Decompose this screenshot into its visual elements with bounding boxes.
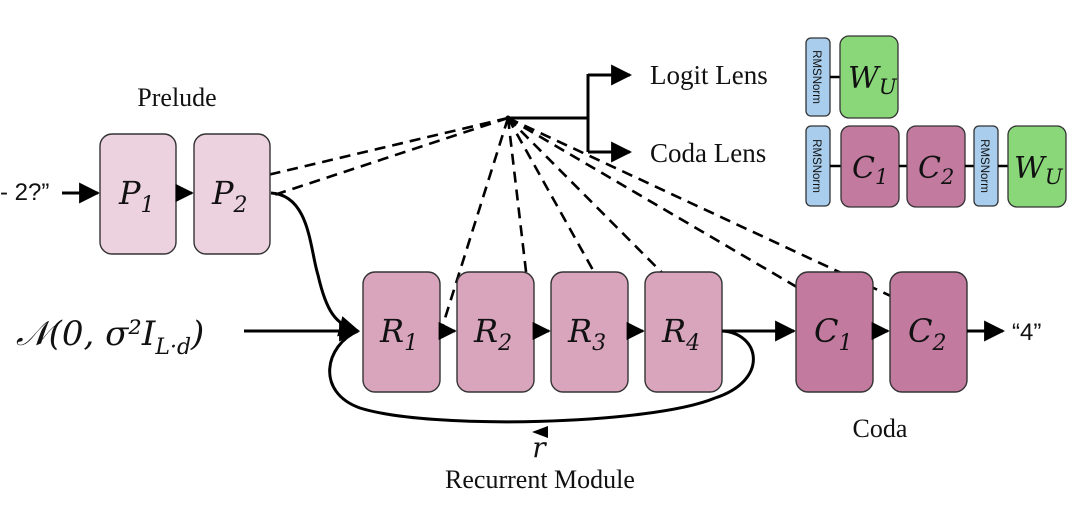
unembed-label: WU xyxy=(848,61,898,99)
dashed-line-r1 xyxy=(439,117,510,332)
coda-lens-pipeline: RMSNorm C1 C2 RMSNorm WU xyxy=(805,125,1067,208)
coda-blocks: C1 C2 xyxy=(795,271,968,393)
recurrent-block-label: R4 xyxy=(661,312,700,356)
lens-branch xyxy=(508,64,633,163)
prelude-to-recurrent-connector xyxy=(270,191,361,337)
coda-label: Coda xyxy=(853,414,908,443)
recurrent-block-label: R3 xyxy=(567,312,606,356)
rmsnorm-label: RMSNorm xyxy=(810,139,822,193)
coda-block-label: C2 xyxy=(908,312,946,356)
prelude-block-label: P2 xyxy=(211,174,248,218)
unembed-block xyxy=(1007,125,1067,208)
recurrence-arrowhead xyxy=(532,426,548,438)
prelude-block-label: P1 xyxy=(118,174,155,218)
lens-junction-dot xyxy=(505,115,511,121)
coda-block-label: C1 xyxy=(814,312,852,356)
recurrent-block-label: R2 xyxy=(473,312,512,356)
prelude-label: Prelude xyxy=(137,83,216,112)
recurrent-block-label: R1 xyxy=(379,312,418,356)
logit-lens-pipeline: RMSNorm WU xyxy=(805,35,899,119)
dashed-line-p2-out xyxy=(270,116,509,198)
unembed-block xyxy=(839,35,899,119)
recurrence-symbol: r xyxy=(532,431,547,464)
prelude-block-p2 xyxy=(193,133,271,255)
dashed-line-r4 xyxy=(507,117,721,332)
recurrence-loop xyxy=(328,329,755,424)
recurrent-blocks: R1 R2 R3 R4 xyxy=(362,271,723,393)
coda-block-label: C1 xyxy=(852,151,888,189)
input-text: - 2?” xyxy=(0,179,49,206)
coda-lens-label: Coda Lens xyxy=(650,138,766,168)
rmsnorm-label: RMSNorm xyxy=(978,139,990,193)
logit-lens-label: Logit Lens xyxy=(650,60,768,90)
prelude-blocks: P1 P2 xyxy=(99,133,271,255)
unembed-label: WU xyxy=(1014,151,1064,189)
rmsnorm-label: RMSNorm xyxy=(810,50,822,104)
recurrent-module-label: Recurrent Module xyxy=(445,465,635,494)
output-text: “4” xyxy=(1012,319,1041,346)
noise-init-label: 𝒩(0, σ²IL·d) xyxy=(16,314,204,360)
coda-block-label: C2 xyxy=(918,151,954,189)
